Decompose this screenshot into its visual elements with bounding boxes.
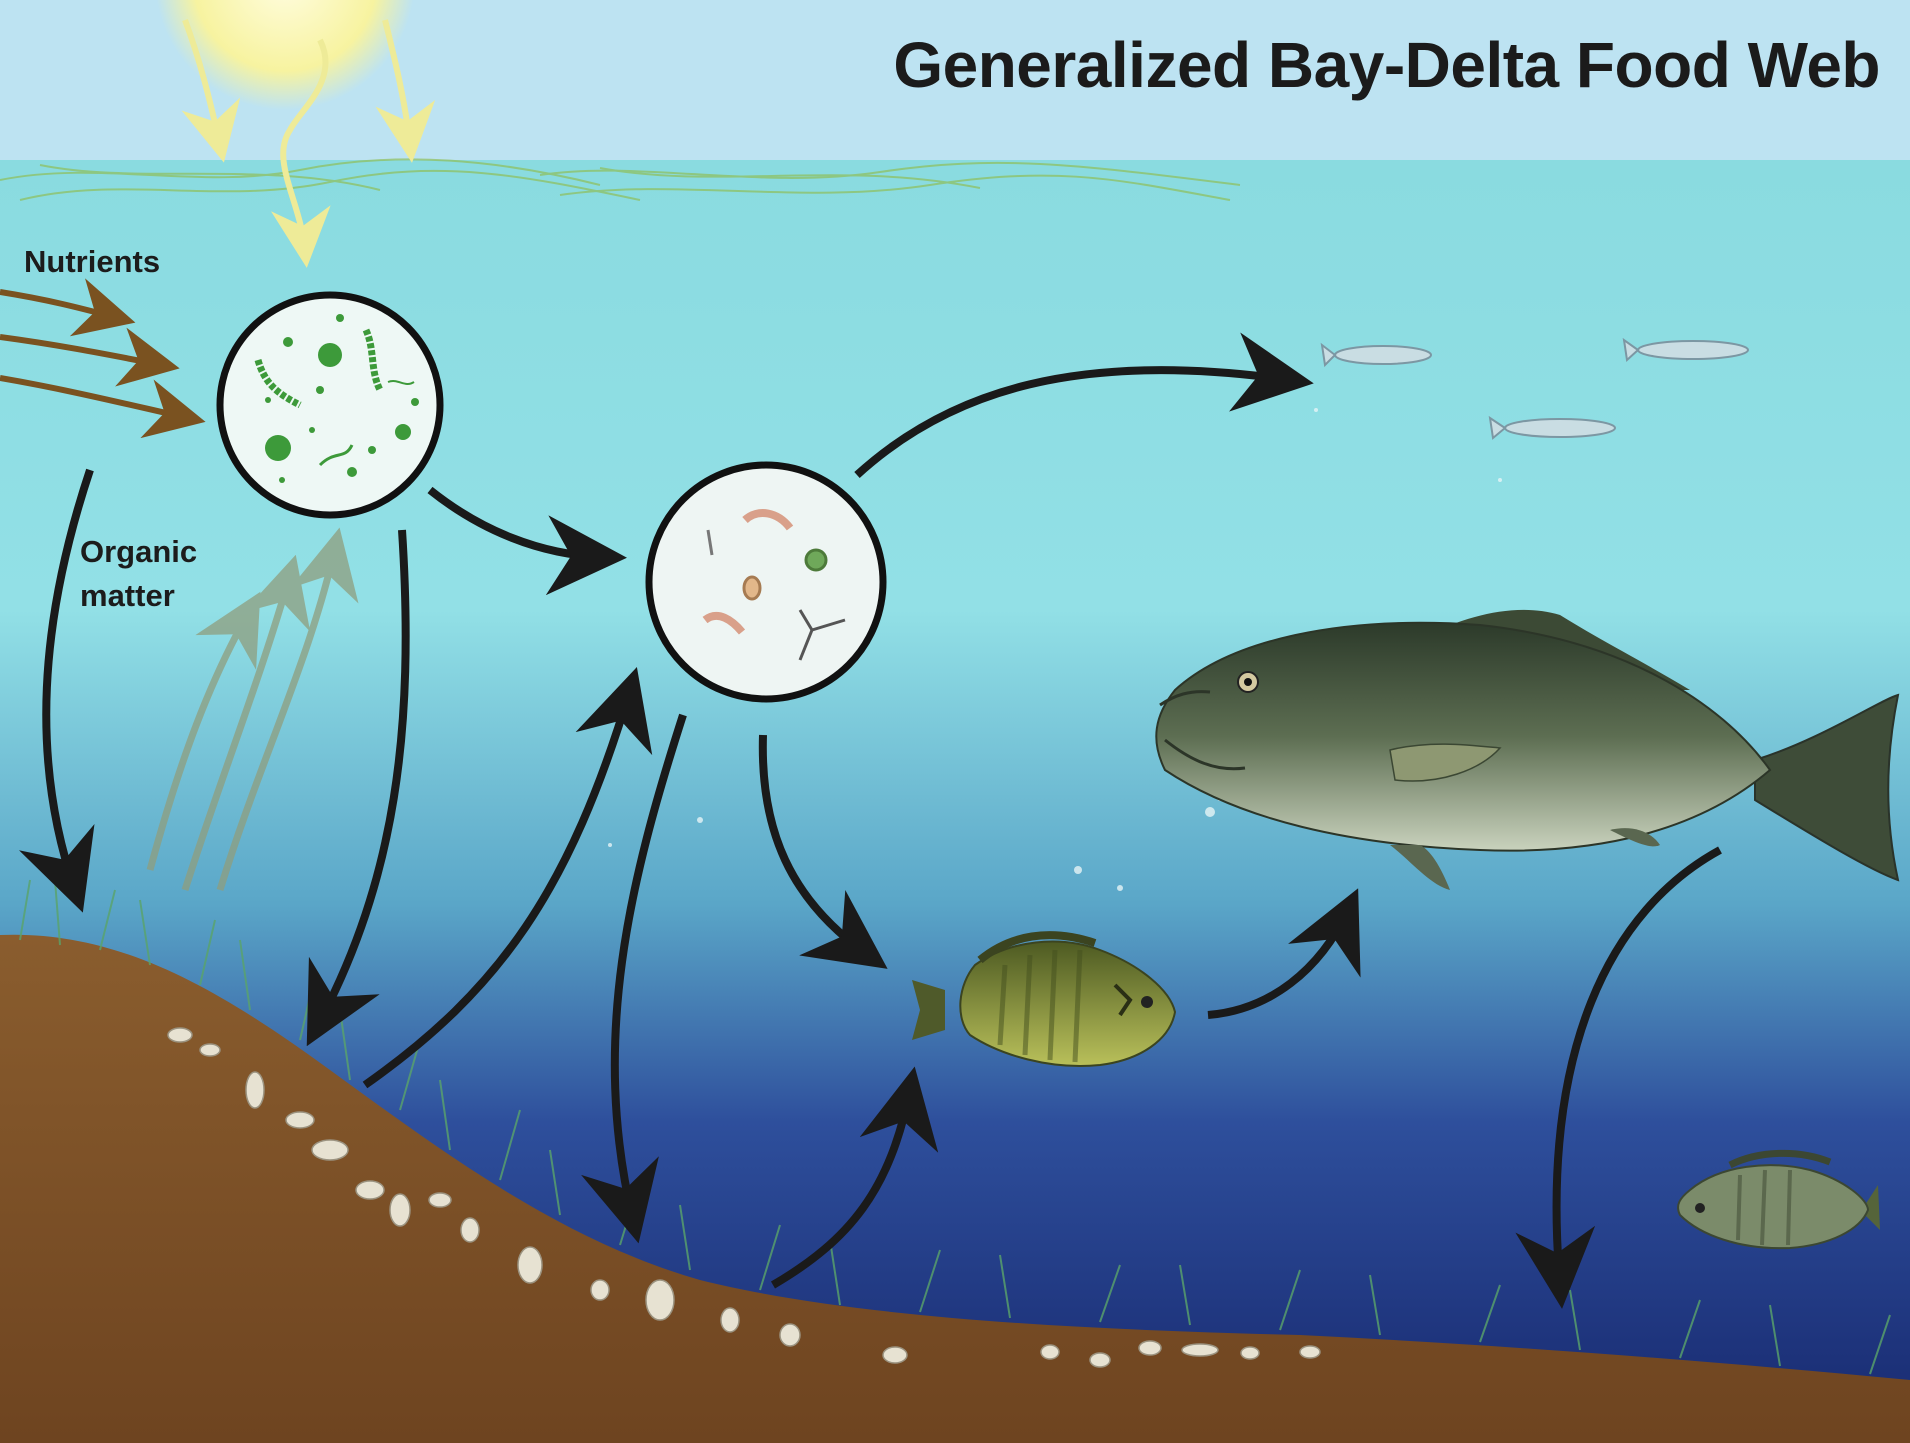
clam-icon [312, 1140, 348, 1160]
clam-icon [883, 1347, 907, 1363]
clam-icon [356, 1181, 384, 1199]
clam-icon [200, 1044, 220, 1056]
zooplankton-circle [649, 465, 883, 699]
clam-icon [390, 1194, 410, 1226]
clam-icon [429, 1193, 451, 1207]
clam-icon [168, 1028, 192, 1042]
nutrients-label: Nutrients [24, 240, 160, 284]
diagram-title: Generalized Bay-Delta Food Web [893, 28, 1880, 102]
clam-icon [461, 1218, 479, 1242]
clam-icon [1090, 1353, 1110, 1367]
organic-matter-label-line1: Organic [80, 530, 197, 574]
clam-icon [286, 1112, 314, 1128]
phytoplankton-circle [220, 295, 440, 515]
organic-matter-label: Organic matter [80, 530, 197, 618]
clam-icon [1300, 1346, 1320, 1358]
organic-matter-label-line2: matter [80, 574, 197, 618]
clam-icon [1241, 1347, 1259, 1359]
clam-icon [1041, 1345, 1059, 1359]
clam-icon [246, 1072, 264, 1108]
clam-icon [1182, 1344, 1218, 1356]
clam-icon [518, 1247, 542, 1283]
clam-icon [780, 1324, 800, 1346]
clam-icon [646, 1280, 674, 1320]
clam-icon [721, 1308, 739, 1332]
clam-icon [591, 1280, 609, 1300]
clam-icon [1139, 1341, 1161, 1355]
